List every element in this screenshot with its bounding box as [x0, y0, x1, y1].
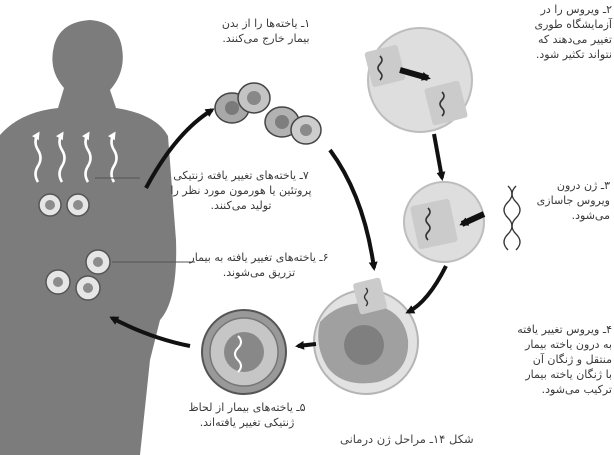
step-6-label: ۶ـ یاخته‌های تغییر یافته به بیمار تزریق … — [184, 250, 334, 280]
extracted-cells — [215, 83, 321, 144]
infection-circle — [314, 277, 418, 394]
step-4-label: ۴ـ ویروس تغییر یافته به درون یاخته بیمار… — [418, 322, 612, 397]
step-5-label: ۵ـ یاخته‌های بیمار از لحاظ ژنتیکی تغییر … — [172, 400, 322, 430]
step-7-label: ۷ـ یاخته‌های تغییر یافته ژنتیکی پروتئین … — [150, 168, 332, 213]
step-3-label: ۳ـ ژن درون ویروس جاسازی می‌شود. — [520, 178, 610, 223]
step-2-label: ۲ـ ویروس را در آزمایشگاه طوری تغییر می‌د… — [462, 2, 612, 62]
step-1-label: ۱ـ یاخته‌ها را از بدن بیمار خارج می‌کنند… — [196, 16, 336, 46]
modified-cell — [202, 310, 286, 394]
lab-virus-circle — [364, 28, 472, 132]
dna-helix — [504, 186, 520, 250]
figure-caption: شکل ۱۴ـ مراحل ژن درمانی — [340, 432, 474, 446]
patient-silhouette — [0, 20, 176, 455]
gene-insertion-circle — [404, 182, 484, 262]
